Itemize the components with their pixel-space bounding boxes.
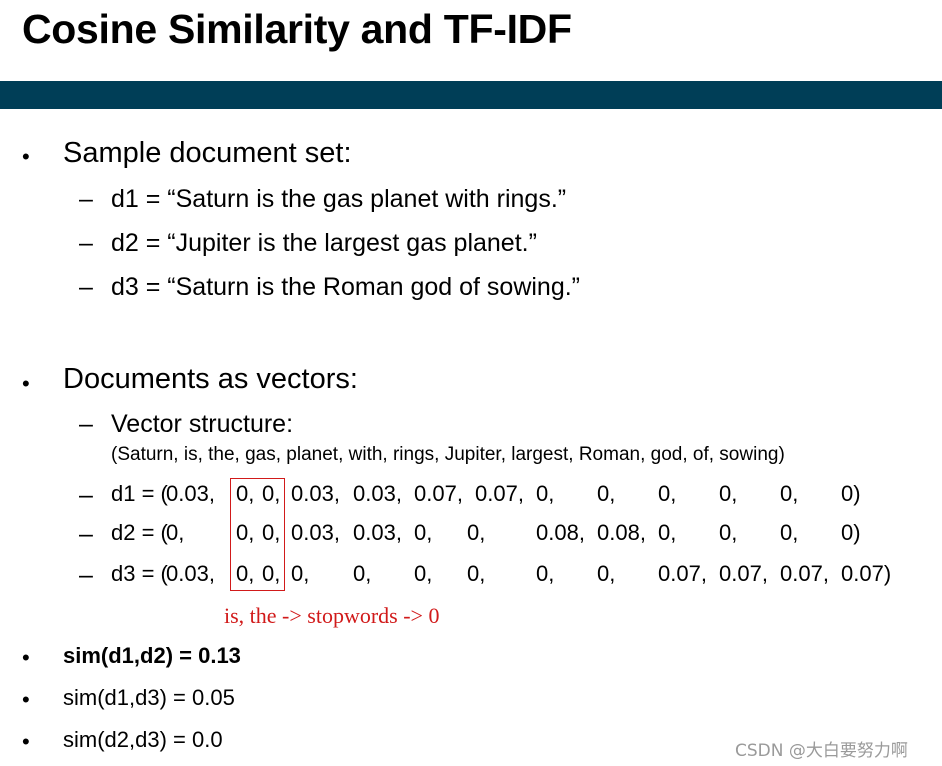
stopword-annotation: is, the -> stopwords -> 0 [224,603,440,628]
vector-d2-value: 0, [719,520,738,545]
doc-d3-text: d3 = “Saturn is the Roman god of sowing.… [111,273,581,301]
slide-title: Cosine Similarity and TF-IDF [22,6,572,52]
vector-d1-value: 0) [841,481,861,506]
dash-marker: – [79,273,93,301]
dash-marker: – [79,185,93,213]
vector-d2-value: 0.08, [597,520,646,545]
vector-d3-value: 0, [467,561,486,586]
vector-structure-label: Vector structure: [111,410,294,438]
vector-d3-value: 0, [536,561,555,586]
dash-marker: – [79,410,93,438]
vector-d3-value: 0.07) [841,561,892,586]
vector-d2-value: 0, [658,520,677,545]
vector-d1-value: 0, [719,481,738,506]
vector-structure-terms: (Saturn, is, the, gas, planet, with, rin… [111,444,785,465]
vector-d3-value: 0, [414,561,433,586]
sim-d1-d2: sim(d1,d2) = 0.13 [63,643,241,668]
vector-d2-value: 0, [780,520,799,545]
bullet-marker: • [22,144,30,169]
vector-d2-value: 0.08, [536,520,585,545]
doc-d1-text: d1 = “Saturn is the gas planet with ring… [111,185,567,213]
vector-d3-value: 0.07, [719,561,768,586]
bullet-marker: • [22,645,30,670]
vector-d3-label: d3 = ( [111,561,168,586]
vector-d2-value: 0, [262,520,281,545]
vector-d1-label: d1 = ( [111,481,168,506]
vector-d1-value: 0.03, [353,481,402,506]
vector-d3-value: 0, [262,561,281,586]
title-divider-band [0,81,942,109]
dash-marker: – [79,229,93,257]
vector-d2-value: 0, [414,520,433,545]
vector-d1-value: 0.03, [166,481,215,506]
vector-d1-value: 0, [597,481,616,506]
bullet-marker: • [22,687,30,712]
vector-d1-value: 0, [780,481,799,506]
vector-d3-value: 0.07, [658,561,707,586]
vector-d2-value: 0, [236,520,255,545]
vector-d3-value: 0, [291,561,310,586]
dash-marker: – [79,520,93,548]
vector-d1-value: 0, [536,481,555,506]
vector-d3-value: 0, [353,561,372,586]
vector-d2-value: 0) [841,520,861,545]
vector-d2-value: 0, [166,520,185,545]
vector-d2-label: d2 = ( [111,520,168,545]
bullet-marker: • [22,729,30,754]
dash-marker: – [79,561,93,589]
vector-d1-value: 0.03, [291,481,340,506]
doc-d2-text: d2 = “Jupiter is the largest gas planet.… [111,229,537,257]
section-heading-vectors: Documents as vectors: [63,363,358,395]
bullet-marker: • [22,371,30,396]
vector-d3-value: 0.07, [780,561,829,586]
sim-d1-d3: sim(d1,d3) = 0.05 [63,685,235,710]
stopword-highlight-box [230,478,285,591]
vector-d3-value: 0, [236,561,255,586]
section-heading-sample-set: Sample document set: [63,137,352,169]
vector-d1-value: 0, [236,481,255,506]
vector-d1-value: 0.07, [475,481,524,506]
vector-d3-value: 0.03, [166,561,215,586]
vector-d2-value: 0, [467,520,486,545]
vector-d1-value: 0, [658,481,677,506]
vector-d3-value: 0, [597,561,616,586]
dash-marker: – [79,481,93,509]
vector-d1-value: 0, [262,481,281,506]
vector-d1-value: 0.07, [414,481,463,506]
vector-d2-value: 0.03, [291,520,340,545]
watermark: CSDN @大白要努力啊 [735,741,908,761]
vector-d2-value: 0.03, [353,520,402,545]
sim-d2-d3: sim(d2,d3) = 0.0 [63,727,223,752]
